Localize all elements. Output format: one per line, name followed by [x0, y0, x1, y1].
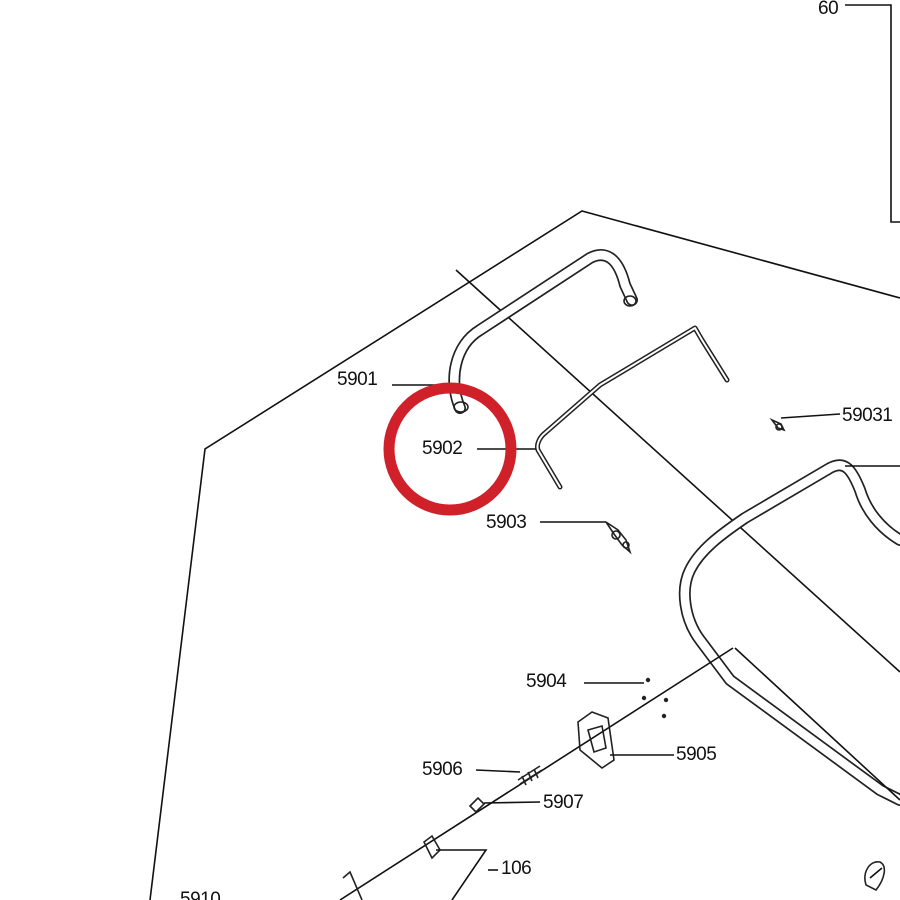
label-5904: 5904: [526, 671, 567, 692]
part-106-fitting: [342, 834, 488, 900]
label-5907: 5907: [543, 792, 583, 813]
lower-handle: [678, 459, 900, 806]
control-cable: [339, 647, 886, 900]
part-5906-spring: [517, 765, 543, 786]
label-5902: 5902: [422, 438, 462, 459]
bail-wire-5902: [535, 325, 730, 490]
part-59031-clip: [769, 418, 786, 432]
part-labels: 60 5901 5902 59031 5903 5904 5905 5906 5…: [180, 0, 893, 900]
part-bottom-right-clip: [864, 861, 886, 892]
label-59031: 59031: [842, 405, 892, 426]
label-60: 60: [818, 0, 838, 19]
part-5907-nut: [468, 796, 486, 814]
label-5906: 5906: [422, 759, 462, 780]
label-5905: 5905: [676, 744, 716, 765]
highlight-ring: [383, 382, 517, 516]
label-5903: 5903: [486, 512, 526, 533]
label-5901: 5901: [337, 369, 377, 390]
part-5903-clamp: [605, 521, 632, 555]
label-5910: 5910: [180, 889, 220, 900]
part-5904-screws: [641, 677, 669, 719]
part-5905-bracket: [577, 711, 615, 769]
diagram-outline: [149, 4, 900, 900]
upper-handle-5901: [448, 249, 638, 414]
label-106: 106: [501, 858, 531, 879]
